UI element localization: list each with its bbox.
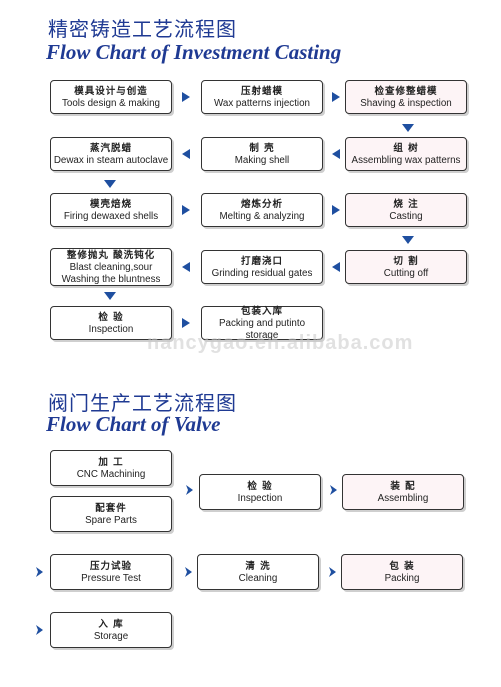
chevron-right-icon (36, 625, 43, 635)
arrow-left-icon (332, 149, 340, 159)
chevron-right-icon (329, 567, 336, 577)
arrow-left-icon (182, 262, 190, 272)
arrow-right-icon (332, 205, 340, 215)
arrow-down-icon (104, 180, 116, 188)
arrow-down-icon (402, 124, 414, 132)
chevron-right-icon (186, 485, 193, 495)
valve-title-en: Flow Chart of Valve (46, 412, 221, 436)
step-blast-cleaning: 整修抛丸 酸洗钝化 Blast cleaning,sour Washing th… (50, 248, 172, 286)
arrow-right-icon (332, 92, 340, 102)
arrow-down-icon (104, 292, 116, 300)
chevron-right-icon (185, 567, 192, 577)
arrow-right-icon (182, 205, 190, 215)
arrow-right-icon (182, 149, 190, 159)
valve-title-cn: 阀门生产工艺流程图 (48, 391, 237, 415)
arrow-left-icon (332, 262, 340, 272)
arrow-right-icon (182, 318, 190, 328)
arrow-down-icon (402, 236, 414, 244)
watermark-text: nancygao.en.alibaba.com (147, 332, 414, 354)
chevron-right-icon (36, 567, 43, 577)
casting-title-cn: 精密铸造工艺流程图 (48, 17, 237, 41)
arrow-right-icon (182, 92, 190, 102)
chevron-right-icon (330, 485, 337, 495)
casting-title-en: Flow Chart of Investment Casting (46, 40, 342, 64)
